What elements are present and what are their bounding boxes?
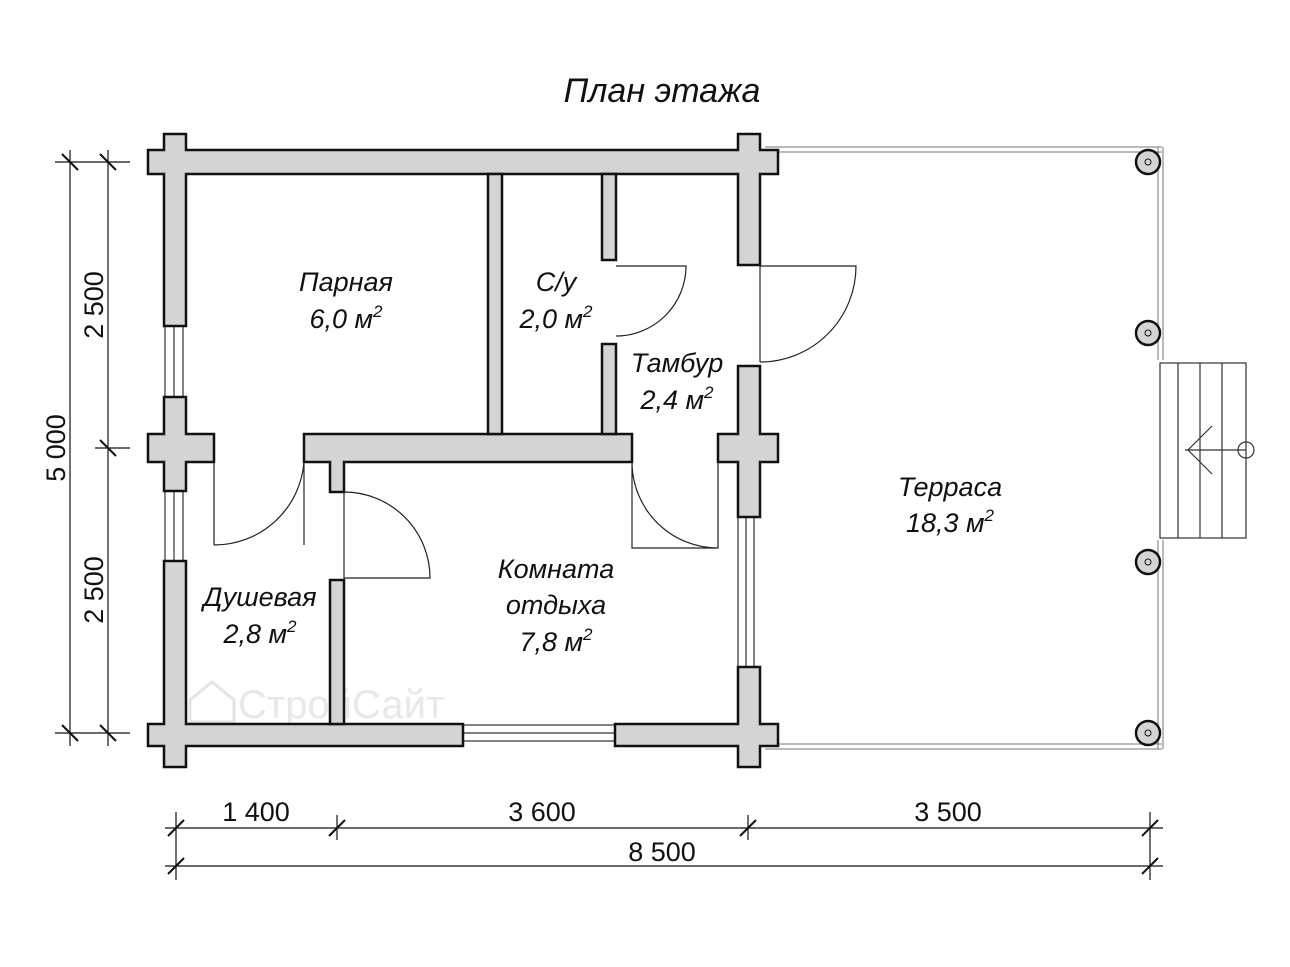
walls [146,132,780,769]
room-dushevaya: Душевая 2,8 м2 [200,582,316,649]
room-terrasa: Терраса 18,3 м2 [898,472,1002,538]
room-su: С/у 2,0 м2 [518,267,593,334]
room-name-line1: Комната [498,554,615,584]
room-name: Тамбур [631,348,724,378]
room-area: 2,4 м2 [639,383,714,415]
dim-bottom-total: 8 500 [628,837,696,867]
room-komnata: Комната отдыха 7,8 м2 [498,554,615,657]
dim-bottom-seg3: 3 500 [914,797,982,827]
watermark: СтройСайт [188,680,444,727]
room-name: Терраса [898,472,1002,502]
left-dimensions: 5 000 2 500 2 500 [41,150,130,746]
dim-bottom-seg2: 3 600 [508,797,576,827]
room-tambur: Тамбур 2,4 м2 [631,348,724,415]
room-area: 2,8 м2 [222,617,297,649]
dim-bottom-seg1: 1 400 [222,797,290,827]
room-name: Душевая [200,582,316,612]
room-name: Парная [299,267,393,297]
bottom-dimensions: 1 400 3 600 3 500 8 500 [165,797,1163,880]
room-name: С/у [536,267,578,297]
room-name-line2: отдыха [506,590,606,620]
dim-left-upper: 2 500 [79,271,109,339]
room-area: 2,0 м2 [518,302,593,334]
doors [213,265,857,579]
room-area: 7,8 м2 [519,625,593,657]
room-parnaya: Парная 6,0 м2 [299,267,393,334]
plan-title: План этажа [564,72,761,110]
terrace-outline [765,146,1164,750]
dim-left-lower: 2 500 [79,556,109,624]
dim-left-total: 5 000 [41,414,71,482]
room-area: 6,0 м2 [309,302,383,334]
terrace-stairs [1159,362,1255,539]
terrace-posts [1134,148,1162,747]
room-area: 18,3 м2 [906,506,995,538]
